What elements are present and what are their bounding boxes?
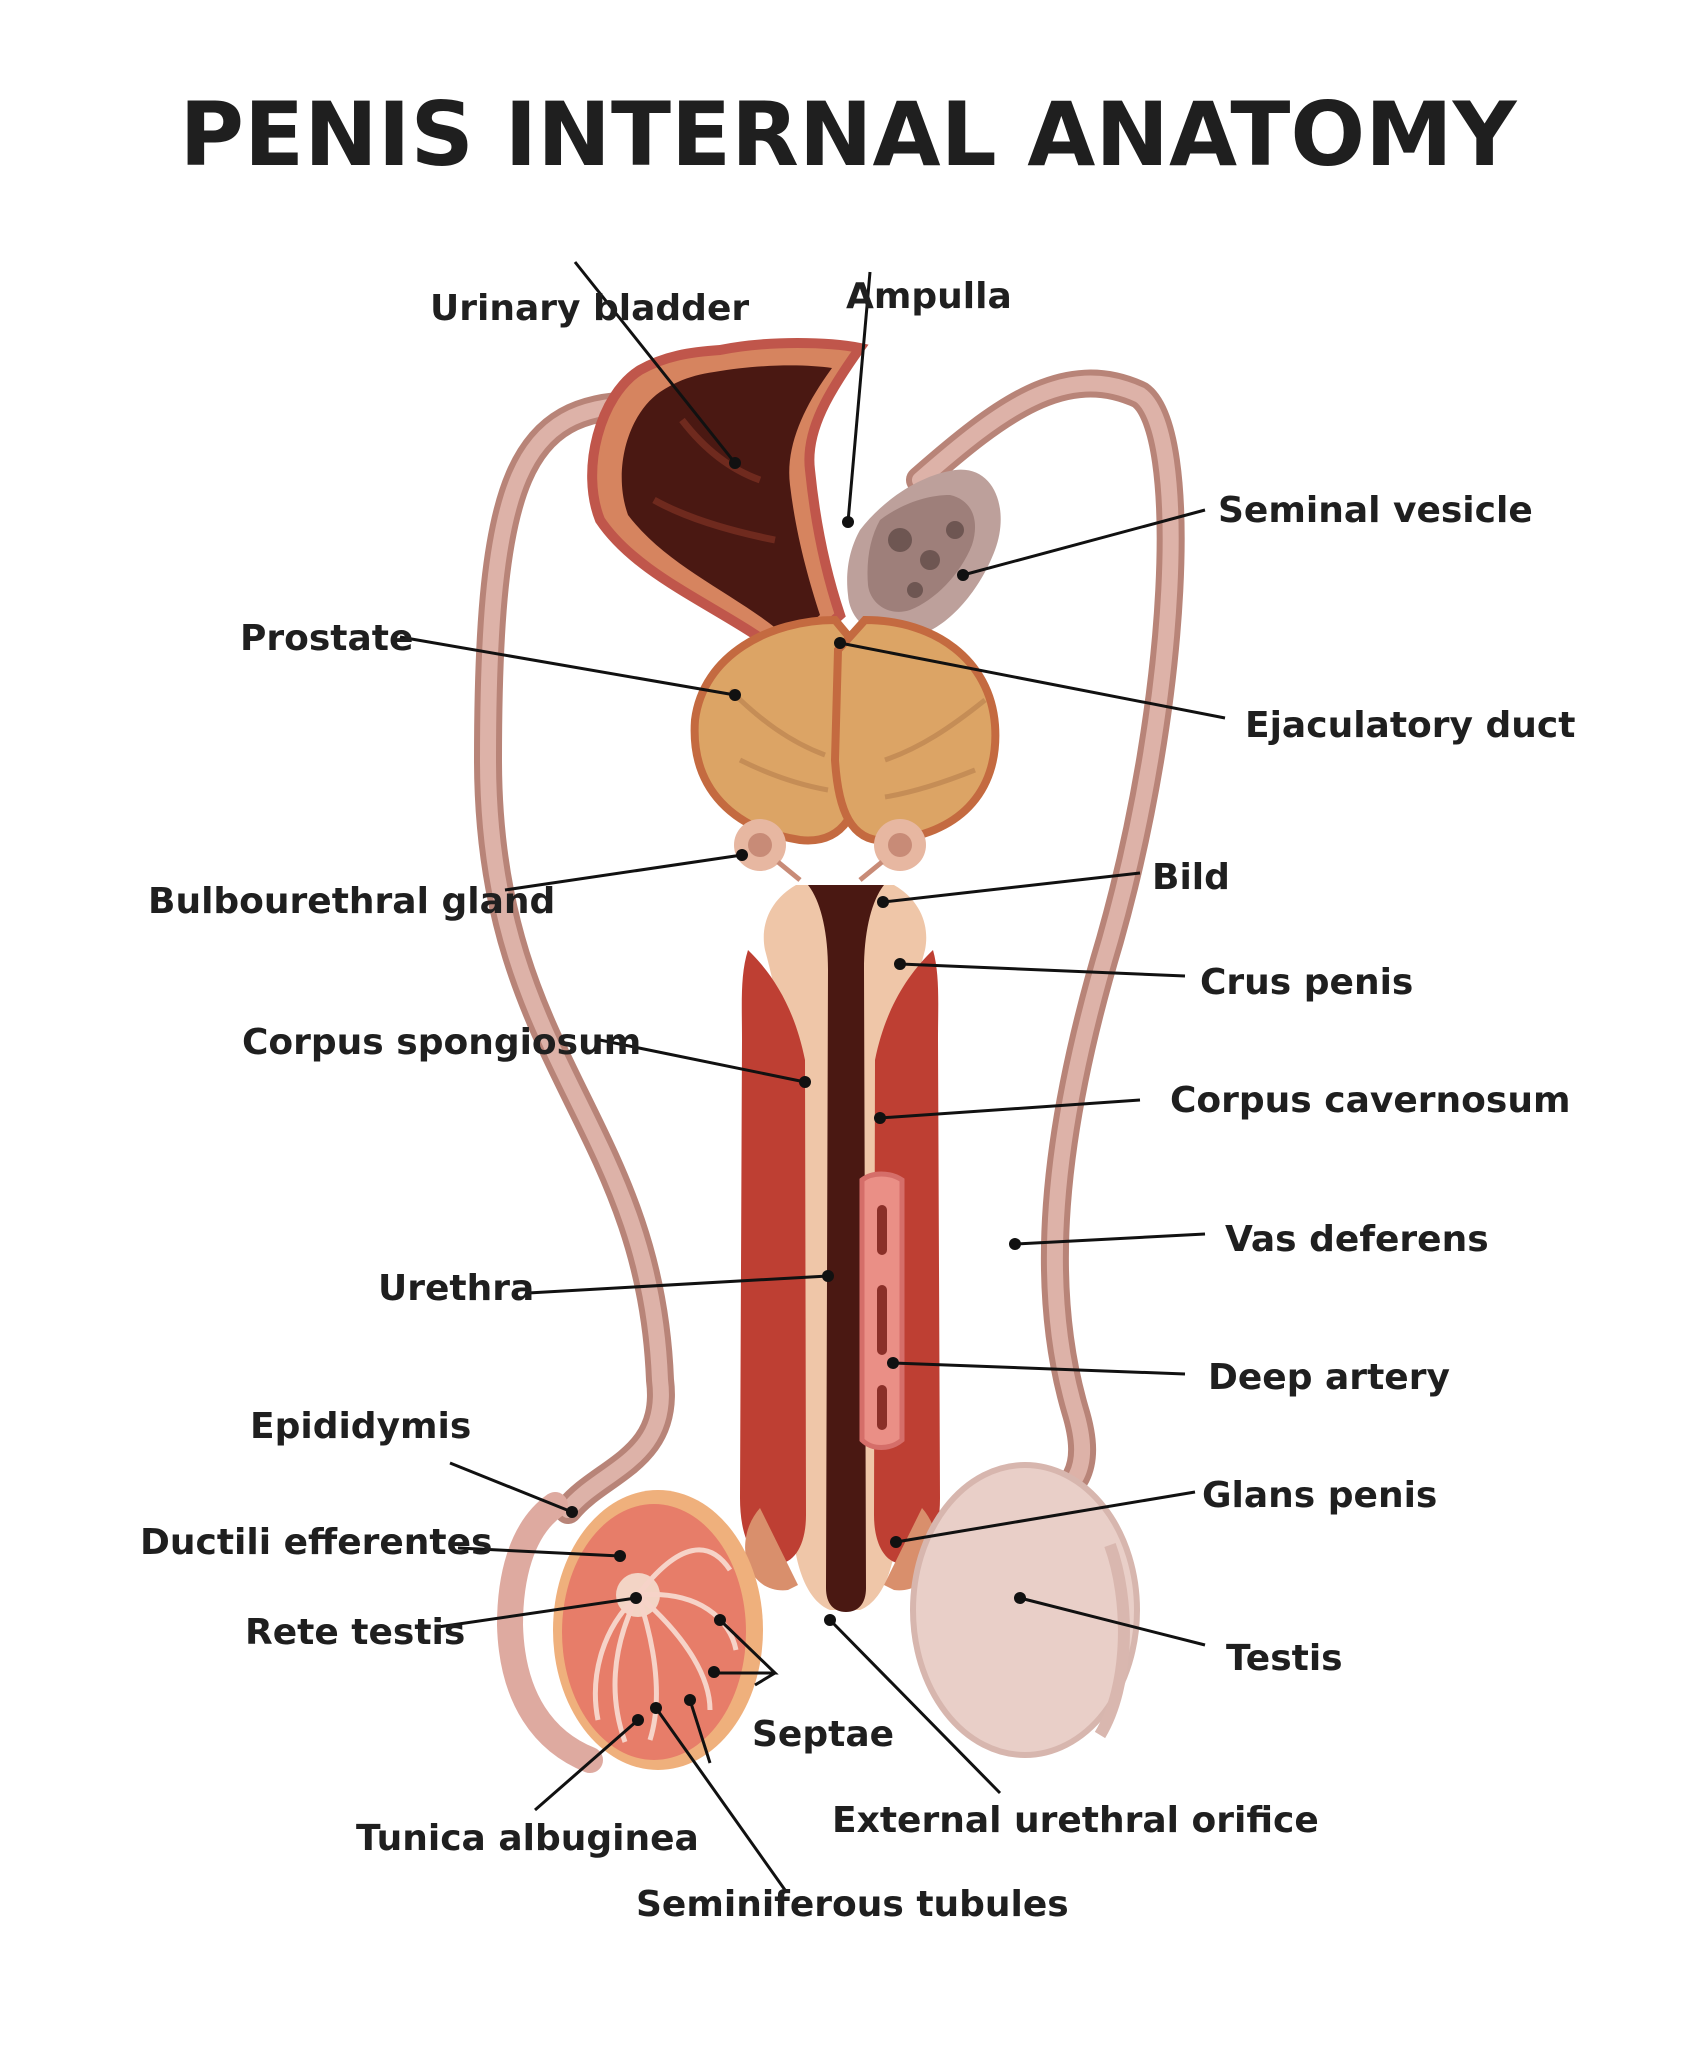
label-deep-artery: Deep artery [1208, 1357, 1450, 1398]
label-urinary-bladder: Urinary bladder [430, 288, 749, 329]
penis-body-illustration [740, 885, 940, 1612]
label-seminal-vesicle: Seminal vesicle [1218, 490, 1533, 531]
label-corpus-spongiosum: Corpus spongiosum [242, 1022, 641, 1063]
leader-lines [399, 261, 1226, 1891]
label-ejaculatory-duct: Ejaculatory duct [1245, 705, 1575, 746]
label-corpus-cavernosum: Corpus cavernosum [1170, 1080, 1570, 1121]
urinary-bladder-illustration [587, 338, 869, 667]
label-glans-penis: Glans penis [1202, 1475, 1437, 1516]
label-urethra: Urethra [378, 1268, 534, 1309]
prostate-illustration [690, 615, 1000, 845]
label-epididymis: Epididymis [250, 1406, 471, 1447]
label-crus-penis: Crus penis [1200, 962, 1413, 1003]
bulbourethral-glands-illustration [734, 819, 926, 882]
seminal-vesicle-illustration [847, 469, 1001, 638]
label-rete-testis: Rete testis [245, 1612, 465, 1653]
label-bulbourethral-gland: Bulbourethral gland [148, 881, 555, 922]
label-septae: Septae [752, 1714, 894, 1755]
label-ductili-efferentes: Ductili efferentes [140, 1522, 492, 1563]
label-external-urethral-orifice: External urethral orifice [832, 1800, 1319, 1841]
label-tunica-albuginea: Tunica albuginea [356, 1818, 699, 1859]
label-bild: Bild [1152, 857, 1230, 898]
label-vas-deferens: Vas deferens [1225, 1219, 1489, 1260]
label-seminiferous-tubules: Seminiferous tubules [636, 1884, 1069, 1925]
page-title: PENIS INTERNAL ANATOMY [180, 83, 1518, 186]
vas-deferens-illustration [473, 369, 1185, 1529]
label-testis: Testis [1226, 1638, 1343, 1679]
label-prostate: Prostate [240, 618, 413, 659]
left-testis-illustration [496, 1490, 763, 1773]
label-ampulla: Ampulla [846, 276, 1012, 317]
